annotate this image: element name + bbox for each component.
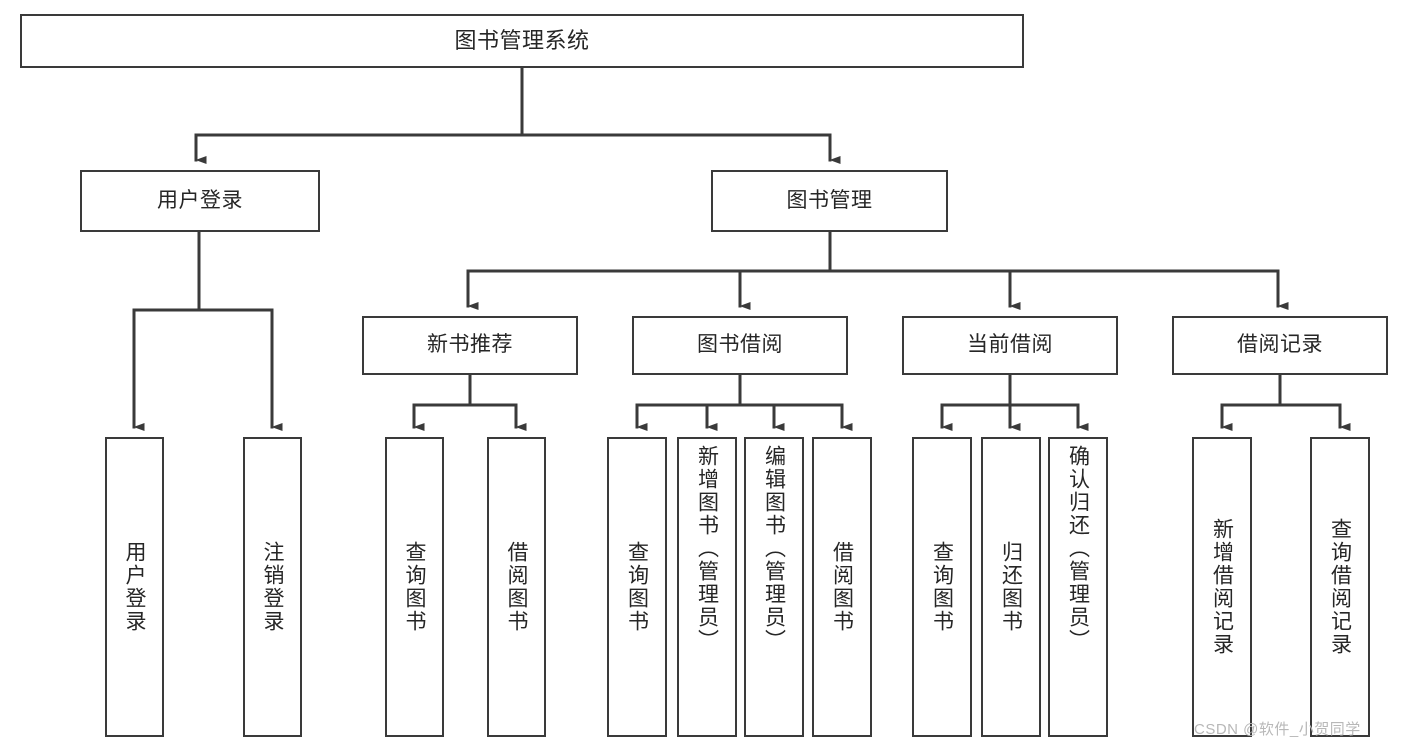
node-label: 注销登录 — [261, 541, 284, 633]
node-label: 图书管理 — [786, 188, 873, 212]
node-label: 新书推荐 — [427, 333, 513, 357]
leaf-query-book-borrow[interactable]: 查询图书 — [607, 437, 667, 737]
watermark-credit: CSDN @软件_小贺同学 — [1194, 721, 1361, 738]
node-borrow-record[interactable]: 借阅记录 — [1172, 316, 1388, 375]
node-label: 编辑图书（管理员） — [762, 445, 786, 652]
leaf-query-borrow-record[interactable]: 查询借阅记录 — [1310, 437, 1370, 737]
node-current-borrow[interactable]: 当前借阅 — [902, 316, 1118, 375]
node-label: 借阅图书 — [830, 541, 854, 633]
node-label: 查询图书 — [930, 541, 954, 633]
node-label: 确认归还（管理员） — [1066, 445, 1090, 652]
node-label: 图书管理系统 — [454, 28, 590, 54]
leaf-add-borrow-record[interactable]: 新增借阅记录 — [1192, 437, 1252, 737]
node-book-management[interactable]: 图书管理 — [711, 170, 948, 232]
leaf-borrow-book[interactable]: 借阅图书 — [812, 437, 872, 737]
node-label: 借阅记录 — [1237, 333, 1323, 357]
node-label: 查询借阅记录 — [1328, 518, 1352, 656]
node-root-book-management-system[interactable]: 图书管理系统 — [20, 14, 1024, 68]
node-label: 新增借阅记录 — [1210, 518, 1234, 656]
leaf-add-book-admin[interactable]: 新增图书（管理员） — [677, 437, 737, 737]
leaf-edit-book-admin[interactable]: 编辑图书（管理员） — [744, 437, 804, 737]
node-label: 借阅图书 — [505, 541, 528, 633]
leaf-user-logout[interactable]: 注销登录 — [243, 437, 302, 737]
node-label: 归还图书 — [999, 541, 1023, 633]
node-user-login[interactable]: 用户登录 — [80, 170, 320, 232]
node-label: 图书借阅 — [697, 333, 783, 357]
node-book-borrow[interactable]: 图书借阅 — [632, 316, 848, 375]
leaf-query-book-recommend[interactable]: 查询图书 — [385, 437, 444, 737]
node-label: 用户登录 — [123, 541, 146, 633]
node-new-book-recommend[interactable]: 新书推荐 — [362, 316, 578, 375]
leaf-return-book[interactable]: 归还图书 — [981, 437, 1041, 737]
node-label: 查询图书 — [403, 541, 426, 633]
node-label: 用户登录 — [157, 188, 243, 212]
leaf-confirm-return-admin[interactable]: 确认归还（管理员） — [1048, 437, 1108, 737]
node-label: 当前借阅 — [967, 333, 1053, 357]
leaf-query-book-current[interactable]: 查询图书 — [912, 437, 972, 737]
leaf-borrow-book-recommend[interactable]: 借阅图书 — [487, 437, 546, 737]
node-label: 新增图书（管理员） — [695, 445, 719, 652]
node-label: 查询图书 — [625, 541, 649, 633]
leaf-user-login[interactable]: 用户登录 — [105, 437, 164, 737]
